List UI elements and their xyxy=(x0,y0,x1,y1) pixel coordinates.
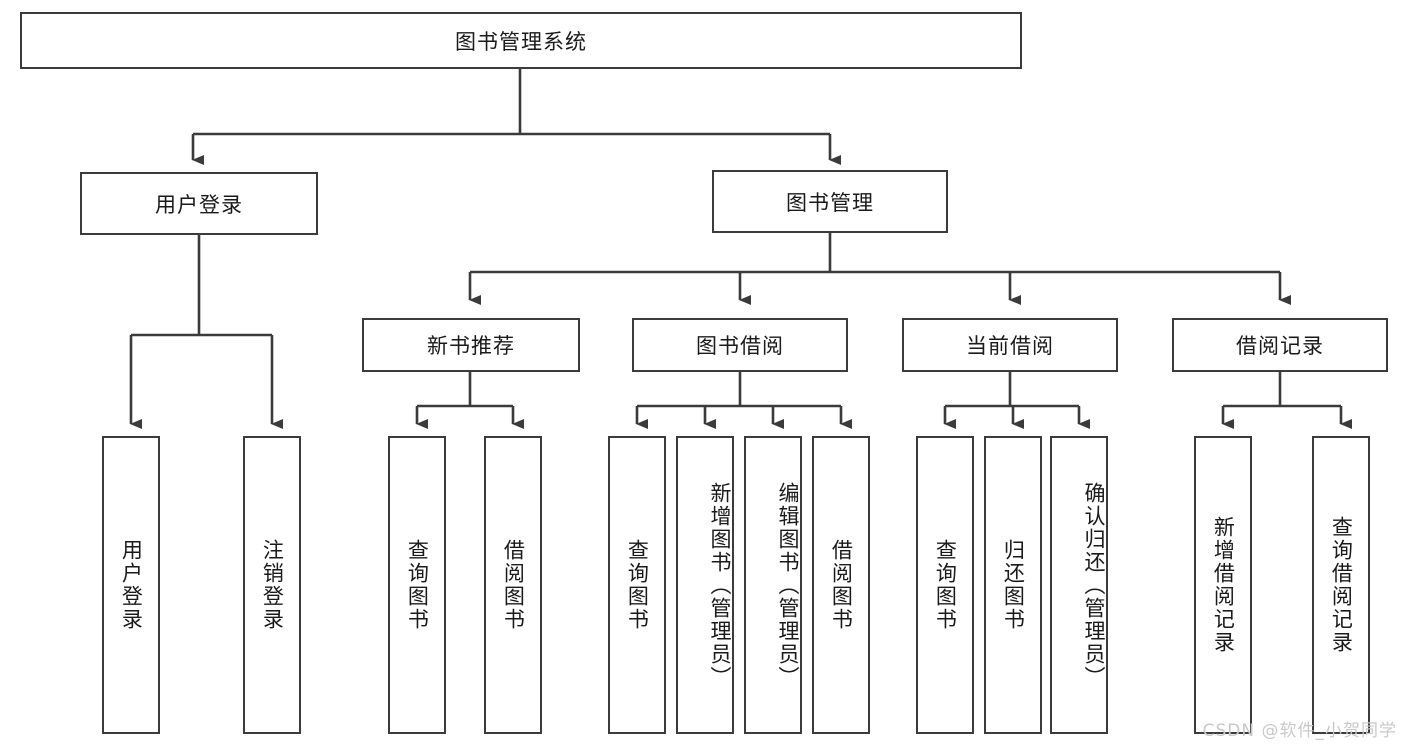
node-label: 当前借阅 xyxy=(966,334,1054,358)
node-label: 新书推荐 xyxy=(427,334,515,358)
node-user-login[interactable]: 用户登录 xyxy=(80,172,318,235)
node-label: 查询图书 xyxy=(625,539,650,631)
node-label: 借阅记录 xyxy=(1236,334,1324,358)
node-label: 查询图书 xyxy=(933,539,958,631)
leaf-current-confirm-return-admin[interactable]: 确认归还（管理员） xyxy=(1050,436,1108,734)
leaf-record-add-borrow-record[interactable]: 新增借阅记录 xyxy=(1194,436,1252,734)
node-label: 借阅图书 xyxy=(501,539,526,631)
node-new-book-recommend[interactable]: 新书推荐 xyxy=(362,318,580,372)
node-label: 用户登录 xyxy=(119,539,144,631)
node-label: 注销登录 xyxy=(260,539,285,631)
leaf-borrow-edit-book-admin[interactable]: 编辑图书（管理员） xyxy=(744,436,802,734)
leaf-logout-login[interactable]: 注销登录 xyxy=(243,436,301,734)
leaf-current-query-book[interactable]: 查询图书 xyxy=(916,436,974,734)
leaf-current-return-book[interactable]: 归还图书 xyxy=(984,436,1042,734)
leaf-borrow-borrow-book[interactable]: 借阅图书 xyxy=(812,436,870,734)
node-label: 借阅图书 xyxy=(829,539,854,631)
node-label: 新增借阅记录 xyxy=(1211,516,1236,654)
leaf-recommend-borrow-book[interactable]: 借阅图书 xyxy=(484,436,542,734)
node-current-borrow[interactable]: 当前借阅 xyxy=(902,318,1118,372)
node-label: 确认归还（管理员） xyxy=(1082,481,1106,689)
node-root-book-management-system[interactable]: 图书管理系统 xyxy=(20,12,1022,69)
leaf-record-query-borrow-record[interactable]: 查询借阅记录 xyxy=(1312,436,1370,734)
node-label: 编辑图书（管理员） xyxy=(776,481,800,689)
node-label: 用户登录 xyxy=(155,192,243,217)
csdn-watermark: CSDN @软件_小贺同学 xyxy=(1202,721,1397,741)
leaf-borrow-query-book[interactable]: 查询图书 xyxy=(608,436,666,734)
node-label: 图书借阅 xyxy=(696,334,784,358)
node-label: 查询图书 xyxy=(405,539,430,631)
node-label: 归还图书 xyxy=(1001,539,1026,631)
node-label: 图书管理系统 xyxy=(455,29,587,54)
node-label: 新增图书（管理员） xyxy=(708,481,732,689)
node-label: 查询借阅记录 xyxy=(1329,516,1354,654)
node-book-borrow[interactable]: 图书借阅 xyxy=(632,318,848,372)
node-book-management[interactable]: 图书管理 xyxy=(712,170,948,233)
leaf-user-login[interactable]: 用户登录 xyxy=(102,436,160,734)
leaf-borrow-add-book-admin[interactable]: 新增图书（管理员） xyxy=(676,436,734,734)
node-label: 图书管理 xyxy=(786,190,874,215)
leaf-recommend-query-book[interactable]: 查询图书 xyxy=(388,436,446,734)
node-borrow-record[interactable]: 借阅记录 xyxy=(1172,318,1388,372)
